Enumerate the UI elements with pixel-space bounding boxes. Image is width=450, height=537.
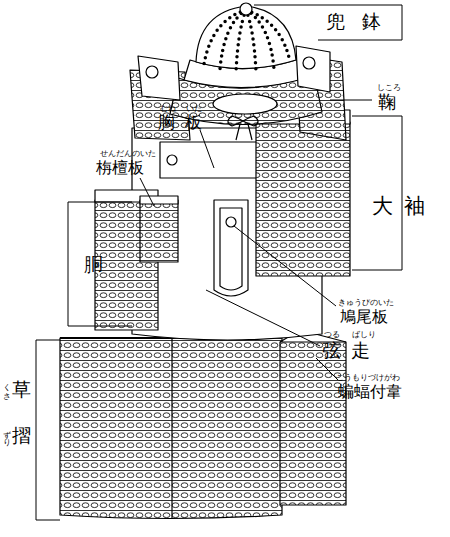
- part-name: 蝙蝠付韋: [338, 384, 402, 400]
- sendan-plate: [140, 200, 178, 262]
- kyubi-plate: [214, 200, 248, 296]
- ruby-reading: ばしり: [352, 331, 376, 339]
- part-name: 弦走: [322, 341, 379, 360]
- part-name: 草: [12, 380, 31, 399]
- part-name: 胸板: [158, 114, 212, 131]
- part-name: 兜鉢: [326, 12, 398, 31]
- right-osode: [256, 122, 350, 276]
- ruby-reading: せんだんのいた: [100, 150, 156, 158]
- leader-lines: [36, 5, 402, 520]
- ruby-reading: くさ: [2, 378, 10, 396]
- ruby-reading: しころ: [377, 84, 401, 92]
- part-name: 大袖: [372, 196, 435, 217]
- kusazuri-side: [280, 342, 346, 505]
- kusazuri-front: [60, 338, 282, 519]
- ruby-reading: こうもりづけがわ: [336, 374, 400, 382]
- part-name: 胴: [84, 255, 103, 274]
- ruby-reading: むね: [160, 105, 176, 113]
- part-name: 鞠: [378, 93, 396, 111]
- part-name: 栴檀板: [96, 160, 144, 176]
- right-fukigaeshi: [296, 46, 330, 92]
- ruby-reading: つる: [324, 331, 340, 339]
- left-fukigaeshi: [138, 56, 180, 100]
- ruby-reading: ずり: [2, 424, 10, 442]
- part-name: 鳩尾板: [340, 309, 388, 325]
- ruby-reading: いた: [186, 105, 202, 113]
- part-name: 摺: [12, 426, 31, 445]
- ruby-reading: きゅうびのいた: [338, 299, 394, 307]
